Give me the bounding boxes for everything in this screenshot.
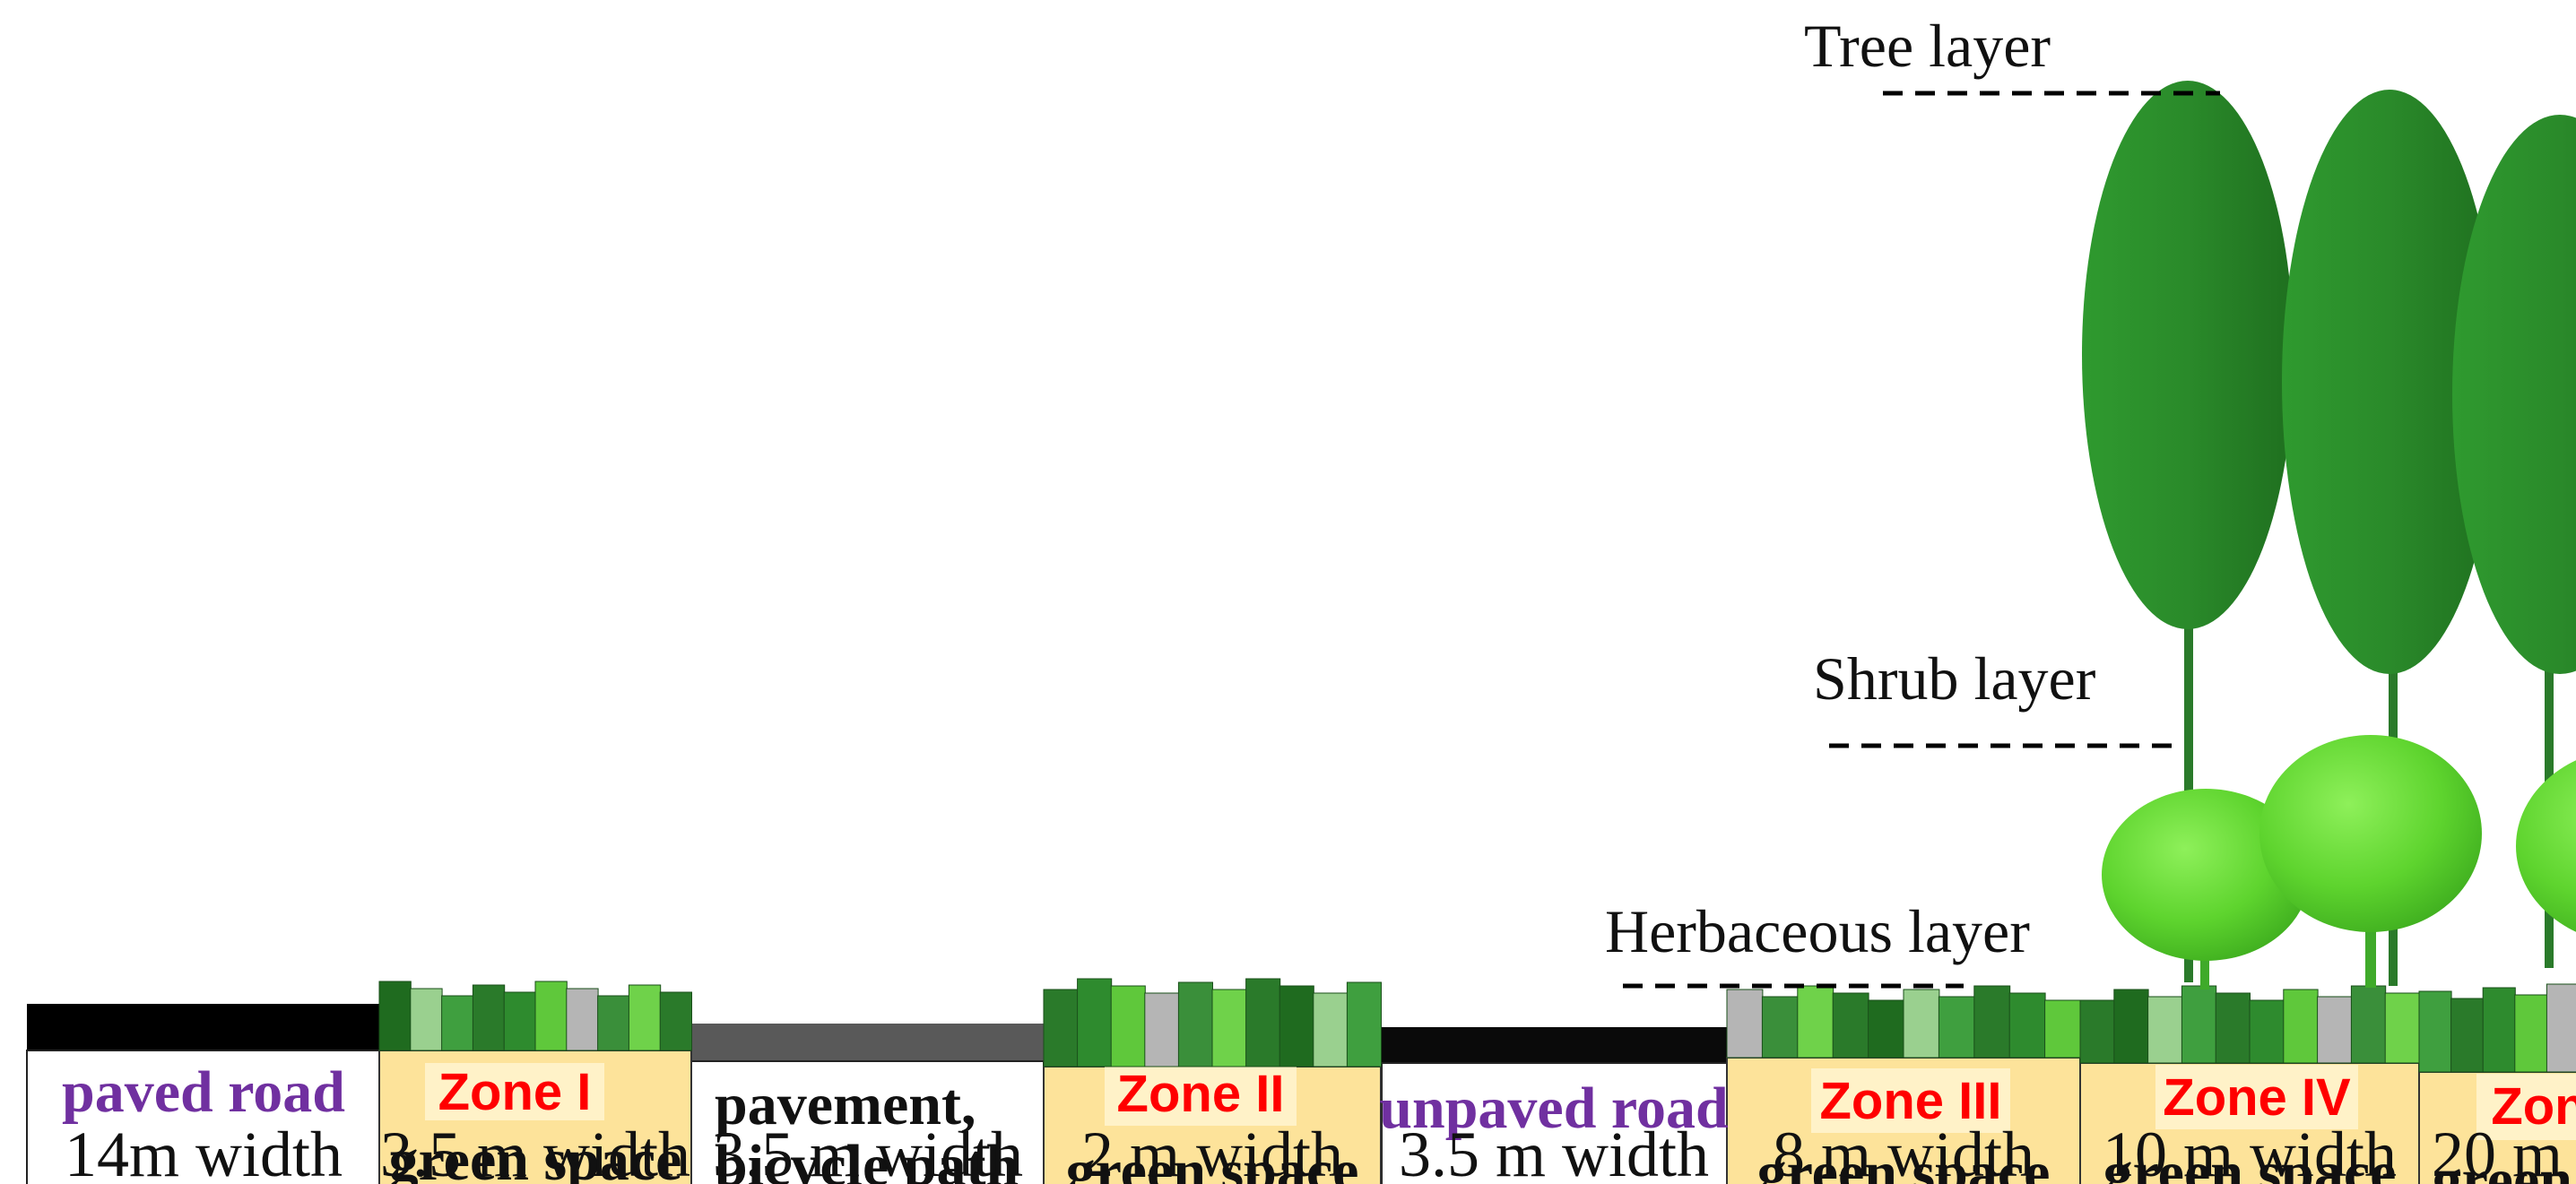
grass-blade [1043,989,1079,1067]
grass-blade [2215,992,2251,1064]
width-label-zone-2: 2 m width [1081,1119,1343,1184]
width-label-pavement: 3.5 m width [713,1119,1023,1184]
tree-crown [2282,90,2497,674]
grass-blade [2181,985,2217,1064]
zone-2-green-space: green space [1066,1138,1359,1184]
grass-blade [1313,992,1349,1067]
grass-blade [1903,989,1940,1059]
zone-5-title: Zone V [2491,1077,2576,1136]
grass-blade [2450,998,2485,1073]
shrub-crown [2259,735,2482,932]
grass-blade [2249,999,2285,1064]
width-label-unpaved-road: 3.5 m width [1399,1119,1709,1184]
zone-3-title: Zone III [1820,1072,2002,1130]
grass-blade [1177,981,1214,1067]
grass-blade [1797,985,1834,1059]
grass-blade [2044,999,2082,1059]
paved-road-box [26,1050,380,1184]
grass-blade [2546,983,2576,1073]
grass-blade [534,981,568,1051]
paved-road-label: paved road [62,1059,345,1125]
tree-crowns [2082,81,2576,674]
grass-blade [1211,989,1247,1067]
grass-blade [566,988,599,1051]
width-label-zone-1: 3.5 m width [380,1119,690,1184]
grass-blade [2317,996,2353,1064]
grass-blade [2113,989,2149,1064]
zone-1-title: Zone I [438,1063,592,1121]
grass-blade [2384,992,2420,1064]
pavement-label-line1: pavement, [715,1072,976,1137]
pavement-label-line2: bicycle path [715,1133,1019,1184]
width-label-zone-4: 10 m width [2103,1119,2397,1184]
grass-blade [2514,994,2548,1073]
tree-crown [2452,115,2576,674]
tree-crown [2082,81,2294,629]
grass-blade [1938,996,1975,1059]
unpaved-road-surface [1382,1027,1729,1063]
shrub-crown [2102,789,2310,961]
grass-blade [1761,996,1799,1059]
grass-blade [1245,978,1281,1067]
herbaceous-layer-label: Herbaceous layer [1605,897,2030,965]
grass-blade [2418,990,2452,1073]
paved-road-surface [27,1004,381,1050]
grass-zone-2 [1043,978,1383,1067]
grass-blade [1832,992,1869,1059]
zone-5-tag [2476,1074,2576,1140]
zone-4-green-space: green space [2103,1140,2397,1184]
grass-blade [2482,987,2516,1073]
shrubs [2102,735,2576,990]
grass-blade [2350,985,2387,1064]
grass-zone-1 [378,981,693,1051]
width-label-zone-3: 8 m width [1773,1119,2034,1184]
zone-1-green-space: green space [389,1128,682,1184]
zone-5-green-space: green space [2433,1147,2576,1184]
grass-blade [1726,989,1764,1059]
grass-blade [1973,985,2011,1059]
grass-blade [1110,985,1146,1067]
zone-1-tag [425,1063,604,1120]
tree-layer-label: Tree layer [1804,12,2051,80]
zone-2-tag [1105,1065,1297,1126]
grass-blade [2283,989,2319,1064]
grass-zone-4 [2079,985,2420,1064]
grass-blade [2008,992,2046,1059]
zone-4-tag [2155,1065,2358,1129]
pavement-surface [691,1024,1045,1061]
width-label-paved-road: 14m width [65,1119,343,1184]
grass-blade [1868,999,1905,1059]
pavement-box [690,1060,1045,1184]
grass-blade [472,984,506,1051]
grass-blade [410,988,443,1051]
grass-blade [2147,996,2183,1064]
grass-blade [659,991,693,1051]
shrub-layer-label: Shrub layer [1813,644,2096,713]
unpaved-road-label: unpaved road [1379,1076,1728,1141]
grass-blade [628,984,662,1051]
grass-zone-5 [2418,983,2576,1073]
grass-blade [378,981,412,1051]
grass-blade [1144,992,1180,1067]
zone-3-tag [1811,1068,2010,1133]
zone-3-green-space: green space [1757,1140,2051,1184]
grass-blade [441,995,474,1051]
grass-blade [597,995,630,1051]
zone-2-title: Zone II [1117,1065,1285,1123]
grass-blade [1346,981,1383,1067]
grass-blade [1077,978,1113,1067]
grass-zone-3 [1726,985,2082,1059]
grass-blade [1279,985,1314,1067]
zone-4-title: Zone IV [2163,1068,2351,1127]
grass-blade [503,991,537,1051]
shrub-crown [2516,760,2576,932]
width-label-zone-5: 20 m width [2432,1119,2576,1184]
grass-blade [2079,999,2115,1064]
